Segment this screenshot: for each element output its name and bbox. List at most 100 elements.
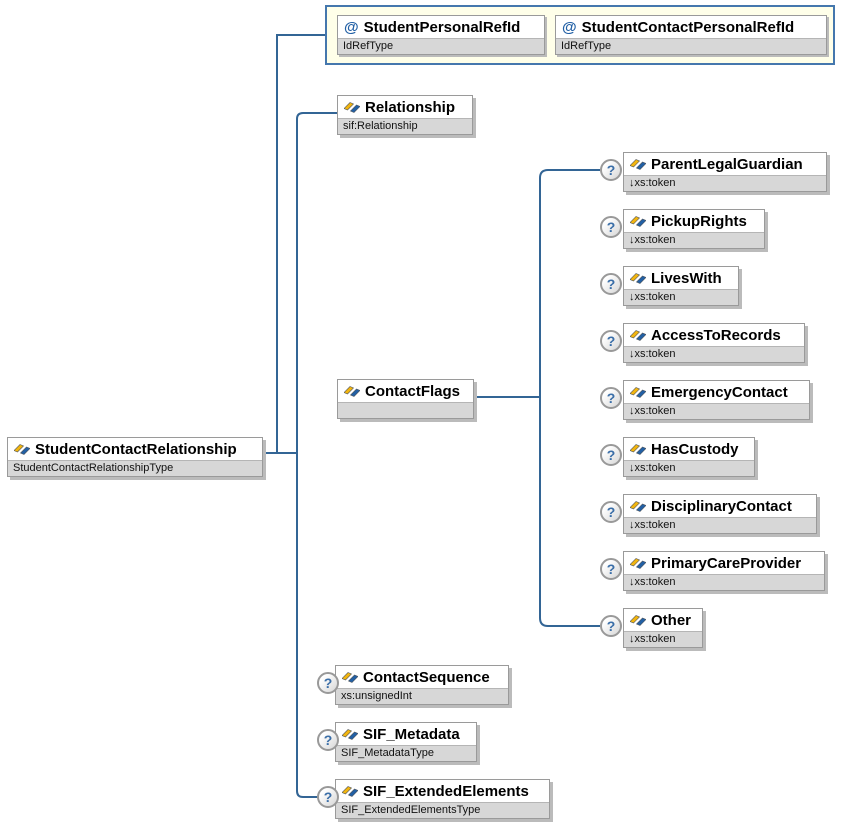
- node-liveswith[interactable]: LivesWith ↓xs:token: [623, 266, 739, 306]
- node-studentpersonalrefid[interactable]: @ StudentPersonalRefId IdRefType: [337, 15, 545, 55]
- node-accesstorecords[interactable]: AccessToRecords ↓xs:token: [623, 323, 805, 363]
- optional-icon: ?: [600, 330, 622, 352]
- node-type-label: IdRefType: [556, 38, 826, 54]
- node-type-label: ↓xs:token: [624, 631, 702, 647]
- optional-icon: ?: [600, 387, 622, 409]
- node-type-label: ↓xs:token: [624, 460, 754, 476]
- element-icon: [14, 443, 30, 456]
- node-type-label: sif:Relationship: [338, 118, 472, 134]
- node-label: ContactFlags: [365, 382, 461, 400]
- optional-icon: ?: [600, 216, 622, 238]
- node-label: EmergencyContact: [651, 383, 788, 401]
- element-icon: [630, 215, 646, 228]
- node-sif-extendedelements[interactable]: SIF_ExtendedElements SIF_ExtendedElement…: [335, 779, 550, 819]
- node-title-row: PickupRights: [624, 210, 764, 232]
- optional-icon: ?: [317, 786, 339, 808]
- element-icon: [630, 500, 646, 513]
- node-title-row: @ StudentContactPersonalRefId: [556, 16, 826, 38]
- node-type-label: StudentContactRelationshipType: [8, 460, 262, 476]
- node-label: ParentLegalGuardian: [651, 155, 803, 173]
- node-label: StudentContactPersonalRefId: [581, 18, 795, 36]
- node-label: DisciplinaryContact: [651, 497, 792, 515]
- node-title-row: PrimaryCareProvider: [624, 552, 824, 574]
- element-icon: [630, 329, 646, 342]
- connector-attributes-trunk: [276, 34, 325, 453]
- element-icon: [342, 728, 358, 741]
- element-icon: [630, 158, 646, 171]
- attributes-group: @ StudentPersonalRefId IdRefType @ Stude…: [325, 5, 835, 65]
- node-studentcontactpersonalrefid[interactable]: @ StudentContactPersonalRefId IdRefType: [555, 15, 827, 55]
- node-hascustody[interactable]: HasCustody ↓xs:token: [623, 437, 755, 477]
- optional-icon: ?: [600, 444, 622, 466]
- node-title-row: ContactFlags: [338, 380, 473, 402]
- connector-flags-trunk: [539, 169, 600, 627]
- optional-icon: ?: [317, 672, 339, 694]
- element-icon: [342, 785, 358, 798]
- element-icon: [342, 671, 358, 684]
- node-type-label: ↓xs:token: [624, 232, 764, 248]
- node-title-row: ParentLegalGuardian: [624, 153, 826, 175]
- element-icon: [630, 272, 646, 285]
- node-title-row: StudentContactRelationship: [8, 438, 262, 460]
- node-contactsequence[interactable]: ContactSequence xs:unsignedInt: [335, 665, 509, 705]
- node-type-label: SIF_MetadataType: [336, 745, 476, 761]
- node-other[interactable]: Other ↓xs:token: [623, 608, 703, 648]
- node-title-row: HasCustody: [624, 438, 754, 460]
- element-icon: [630, 443, 646, 456]
- element-icon: [344, 385, 360, 398]
- node-title-row: DisciplinaryContact: [624, 495, 816, 517]
- node-label: PrimaryCareProvider: [651, 554, 802, 572]
- node-type-label: xs:unsignedInt: [336, 688, 508, 704]
- node-title-row: AccessToRecords: [624, 324, 804, 346]
- node-label: HasCustody: [651, 440, 739, 458]
- attribute-icon: @: [562, 18, 577, 36]
- optional-icon: ?: [600, 615, 622, 637]
- node-emergencycontact[interactable]: EmergencyContact ↓xs:token: [623, 380, 810, 420]
- node-type-label: ↓xs:token: [624, 574, 824, 590]
- node-contactflags[interactable]: ContactFlags: [337, 379, 474, 419]
- optional-icon: ?: [600, 501, 622, 523]
- node-type-label: ↓xs:token: [624, 517, 816, 533]
- node-label: PickupRights: [651, 212, 747, 230]
- node-label: LivesWith: [651, 269, 722, 287]
- connector-elements-trunk: [296, 112, 337, 798]
- node-title-row: ContactSequence: [336, 666, 508, 688]
- node-label: ContactSequence: [363, 668, 490, 686]
- optional-icon: ?: [600, 273, 622, 295]
- optional-icon: ?: [600, 159, 622, 181]
- node-relationship[interactable]: Relationship sif:Relationship: [337, 95, 473, 135]
- node-label: SIF_ExtendedElements: [363, 782, 529, 800]
- node-type-label: ↓xs:token: [624, 175, 826, 191]
- optional-icon: ?: [600, 558, 622, 580]
- node-title-row: SIF_Metadata: [336, 723, 476, 745]
- node-label: Other: [651, 611, 692, 629]
- node-title-row: EmergencyContact: [624, 381, 809, 403]
- element-icon: [344, 101, 360, 114]
- attribute-icon: @: [344, 18, 359, 36]
- node-type-label: SIF_ExtendedElementsType: [336, 802, 549, 818]
- node-parentlegalguardian[interactable]: ParentLegalGuardian ↓xs:token: [623, 152, 827, 192]
- node-pickuprights[interactable]: PickupRights ↓xs:token: [623, 209, 765, 249]
- node-primarycareprovider[interactable]: PrimaryCareProvider ↓xs:token: [623, 551, 825, 591]
- node-type-label: ↓xs:token: [624, 346, 804, 362]
- node-type-label: IdRefType: [338, 38, 544, 54]
- node-label: Relationship: [365, 98, 456, 116]
- node-type-label: [338, 402, 473, 418]
- node-title-row: Relationship: [338, 96, 472, 118]
- node-title-row: Other: [624, 609, 702, 631]
- optional-icon: ?: [317, 729, 339, 751]
- node-type-label: ↓xs:token: [624, 289, 738, 305]
- node-label: AccessToRecords: [651, 326, 781, 344]
- node-label: StudentPersonalRefId: [363, 18, 521, 36]
- element-icon: [630, 386, 646, 399]
- node-title-row: @ StudentPersonalRefId: [338, 16, 544, 38]
- node-label: SIF_Metadata: [363, 725, 460, 743]
- node-studentcontactrelationship[interactable]: StudentContactRelationship StudentContac…: [7, 437, 263, 477]
- node-title-row: SIF_ExtendedElements: [336, 780, 549, 802]
- node-sif-metadata[interactable]: SIF_Metadata SIF_MetadataType: [335, 722, 477, 762]
- element-icon: [630, 557, 646, 570]
- node-disciplinarycontact[interactable]: DisciplinaryContact ↓xs:token: [623, 494, 817, 534]
- node-title-row: LivesWith: [624, 267, 738, 289]
- element-icon: [630, 614, 646, 627]
